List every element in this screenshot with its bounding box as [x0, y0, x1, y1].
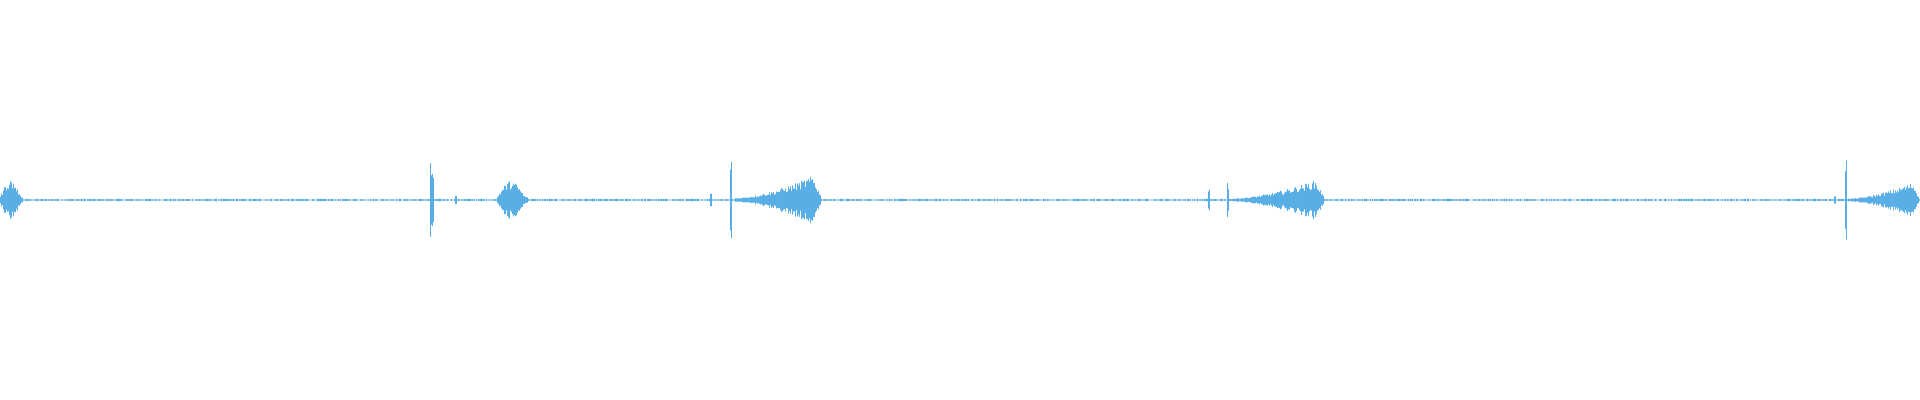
waveform-path: [0, 160, 1920, 240]
waveform-trace: [0, 160, 1920, 240]
